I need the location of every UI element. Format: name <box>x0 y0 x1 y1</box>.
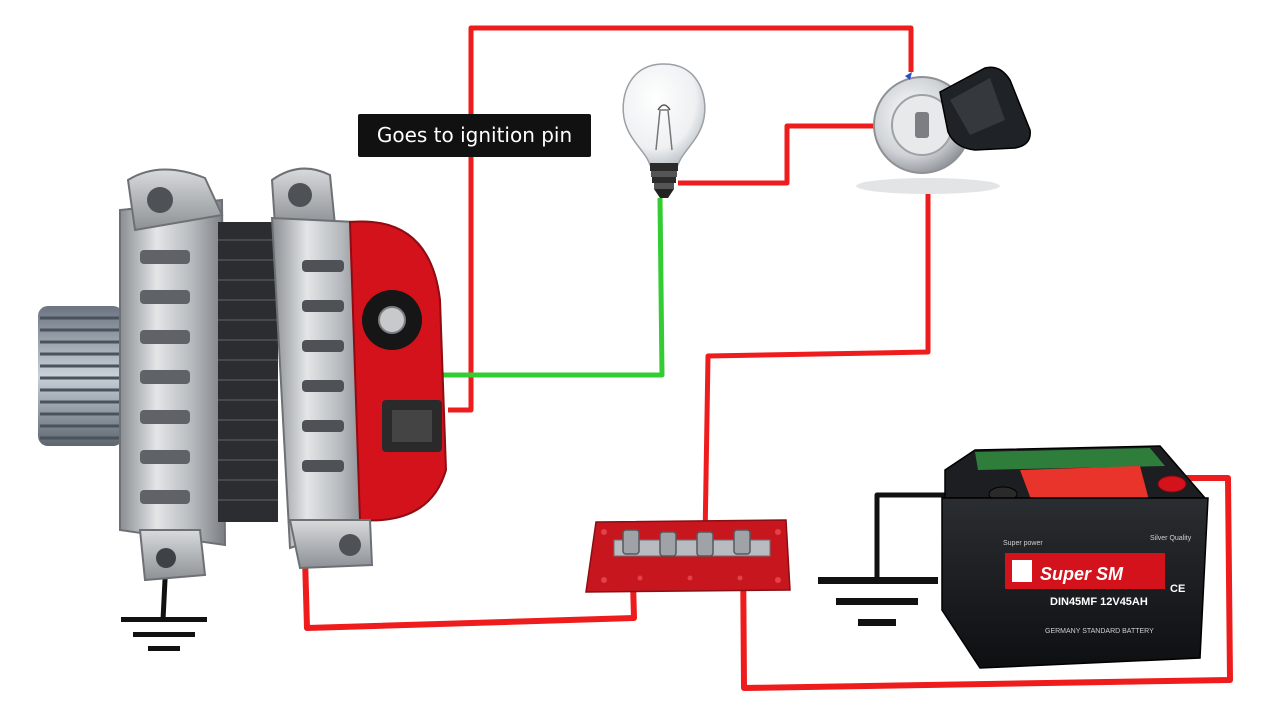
wire-lamp-ignition <box>678 123 878 186</box>
wire-ignition-sense <box>448 25 914 413</box>
ground-symbol-alternator <box>121 617 207 651</box>
ignition-pin-annotation: Goes to ignition pin <box>358 114 591 157</box>
battery: Super SM DIN45MF 12V45AH Super power Sil… <box>941 445 1209 669</box>
pulley <box>38 306 123 446</box>
alternator <box>38 167 448 582</box>
battery-positive-terminal <box>1157 475 1187 493</box>
ignition-switch-icon <box>856 66 1031 194</box>
battery-tagline-left: Super power <box>1003 540 1043 547</box>
wires <box>160 25 1233 691</box>
battery-footer: GERMANY STANDARD BATTERY <box>1045 628 1154 635</box>
battery-brand: Super SM <box>1040 564 1124 584</box>
ground-symbol-battery <box>818 577 938 626</box>
battery-tagline-right: Silver Quality <box>1150 535 1192 542</box>
battery-model: DIN45MF 12V45AH <box>1050 596 1148 608</box>
bus-bar <box>585 519 791 593</box>
wire-busbar-battery <box>740 475 1233 691</box>
lamp-bulb-icon <box>622 63 706 198</box>
battery-ce-mark: CE <box>1170 583 1185 595</box>
wire-ignition-busbar <box>702 178 931 541</box>
